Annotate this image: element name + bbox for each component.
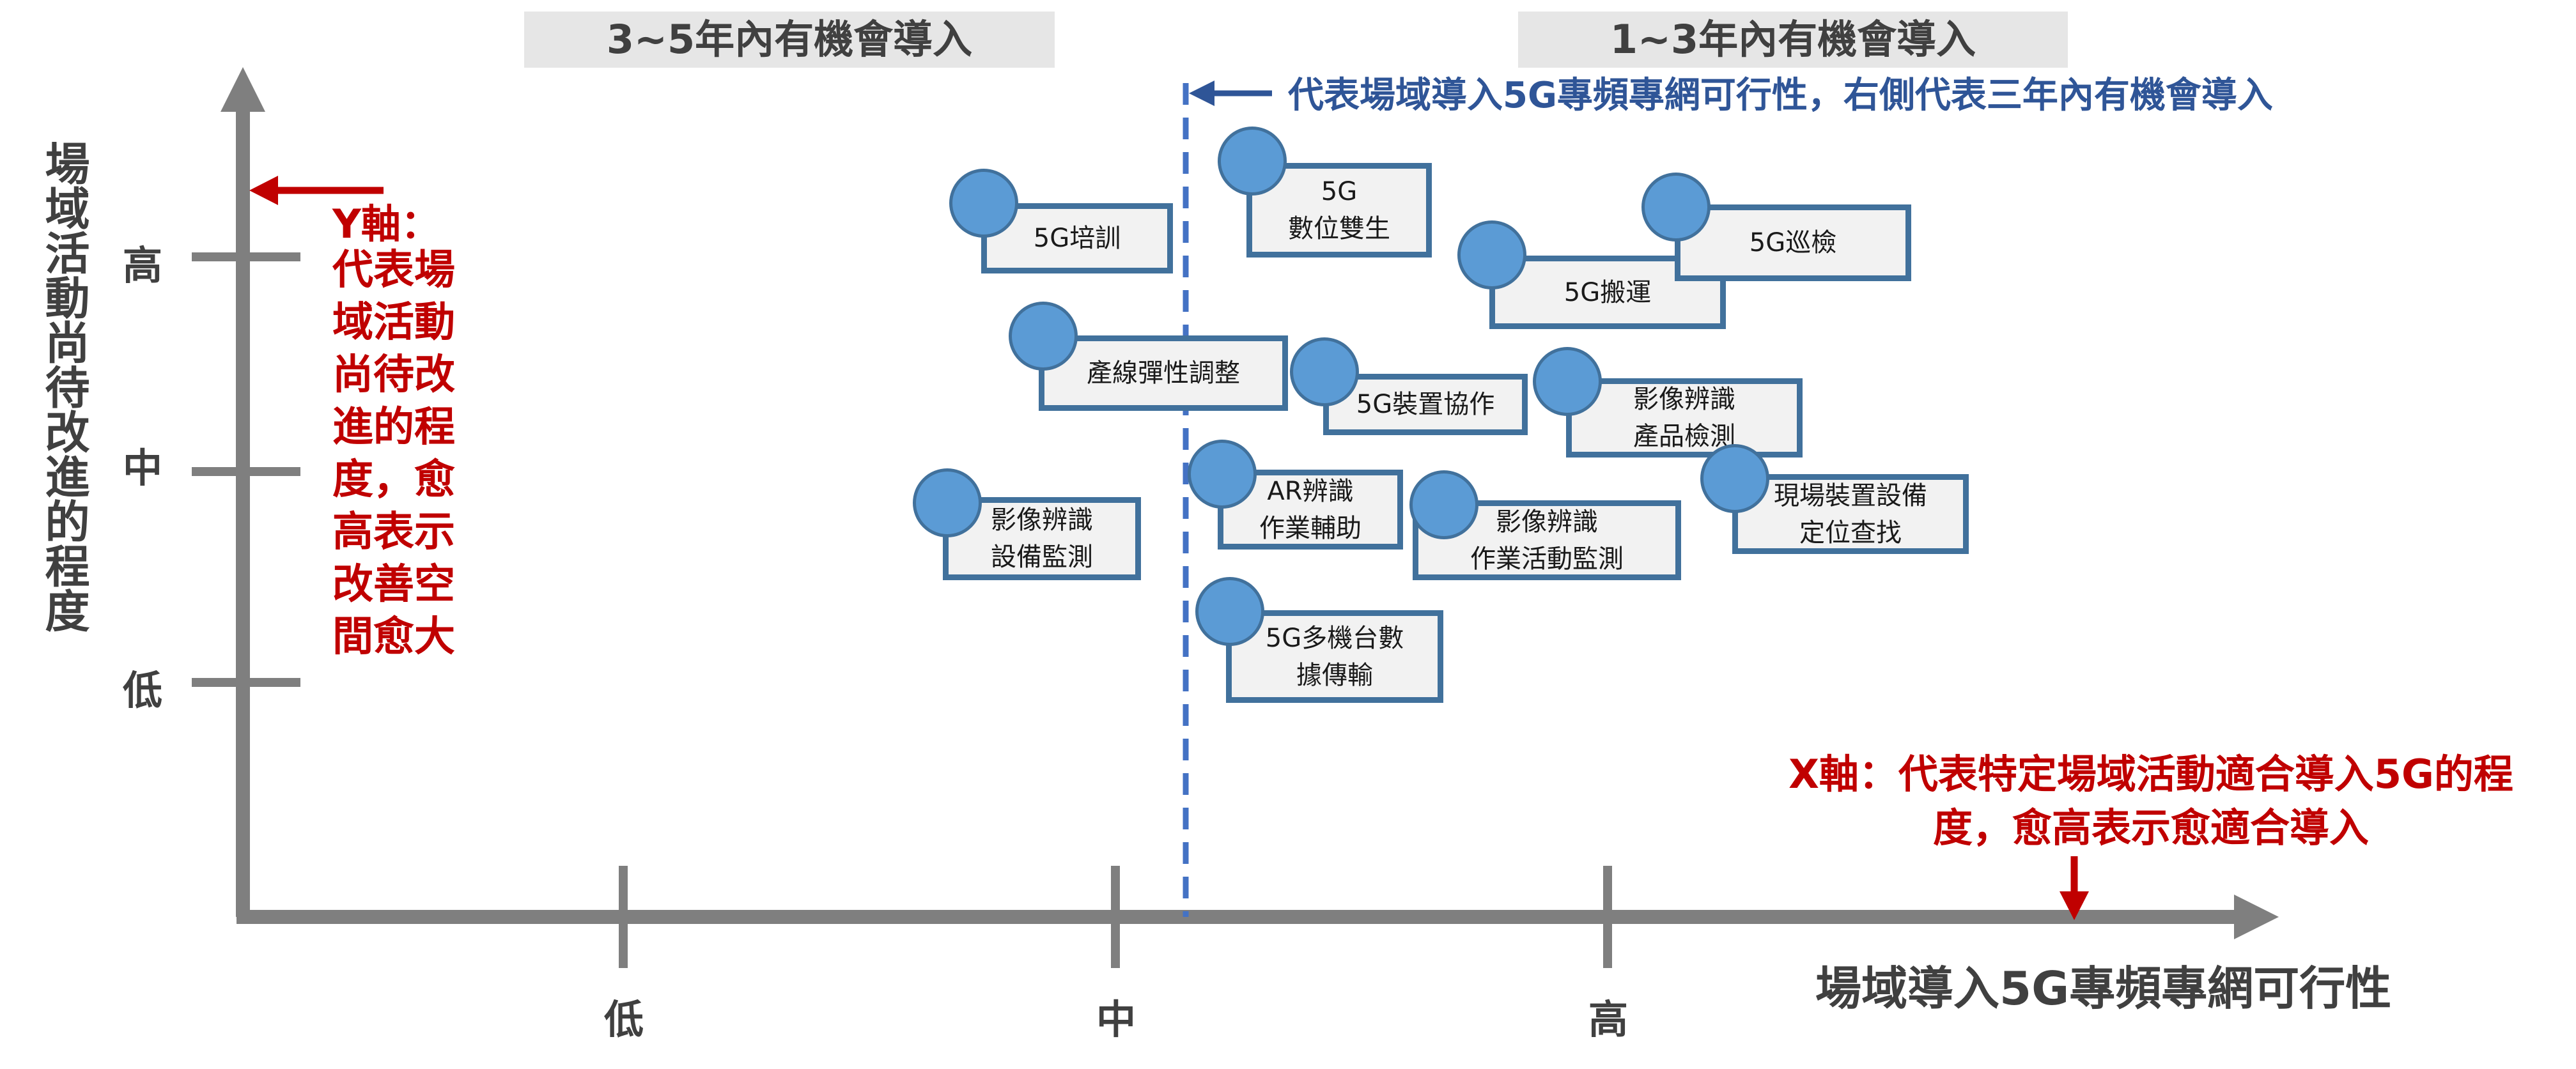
y-annotation-title: Y軸：: [332, 201, 440, 247]
item-5g-multi-machine-data: 5G多機台數 據傳輸: [1226, 610, 1443, 703]
item-label: 5G搬運: [1563, 277, 1652, 307]
item-label: 現場裝置設備 定位查找: [1774, 481, 1927, 548]
item-label: 5G巡檢: [1749, 228, 1837, 258]
item-dot: [1188, 440, 1257, 509]
divider-note: 代表場域導入5G專頻專網可行性，右側代表三年內有機會導入: [1288, 75, 2273, 116]
item-device-locate: 現場裝置設備 定位查找: [1732, 474, 1969, 554]
zone-header-1-3-years: 1~3年內有機會導入: [1518, 12, 2068, 68]
x-annotation-arrowhead: [2060, 891, 2089, 920]
item-label: 5G 數位雙生: [1288, 177, 1390, 243]
x-tick-label-low: 低: [604, 996, 644, 1043]
item-5g-training: 5G培訓: [981, 203, 1173, 273]
item-dot: [1700, 444, 1769, 513]
item-label: 影像辨識 設備監測: [991, 505, 1093, 572]
x-axis-title: 場域導入5G專頻專網可行性: [1815, 962, 2392, 1015]
x-tick-label-mid: 中: [1096, 996, 1137, 1043]
item-dot: [913, 468, 982, 537]
y-annotation-arrowhead: [249, 176, 278, 205]
item-dot: [949, 169, 1018, 238]
item-dot: [1409, 470, 1478, 539]
item-label: 5G裝置協作: [1356, 390, 1495, 419]
item-5g-device-collab: 5G裝置協作: [1323, 374, 1528, 435]
y-tick-label-low: 低: [123, 667, 163, 714]
y-axis-title: 場域活動尚待改進的程度: [38, 141, 90, 633]
item-label: 影像辨識 產品檢測: [1633, 385, 1735, 451]
item-label: 5G培訓: [1033, 224, 1121, 253]
item-label: 產線彈性調整: [1087, 358, 1240, 388]
y-axis-arrowhead: [221, 67, 265, 112]
item-dot: [1218, 127, 1287, 196]
item-image-product-inspection: 影像辨識 產品檢測: [1566, 378, 1803, 458]
item-label: 影像辨識 作業活動監測: [1470, 507, 1624, 574]
x-tick-label-high: 高: [1588, 996, 1629, 1043]
x-annotation: X軸：代表特定場域活動適合導入5G的程度，愈高表示愈適合導入: [1788, 751, 2513, 851]
item-dot: [1533, 347, 1602, 416]
y-annotation-body: 代表場域活動尚待改進的程度，愈高表示改善空間愈大: [332, 247, 455, 661]
item-dot: [1009, 302, 1078, 371]
item-dot: [1290, 337, 1359, 406]
zone-header-3-5-years: 3~5年內有機會導入: [524, 12, 1055, 68]
item-dot: [1641, 173, 1711, 242]
divider-note-arrowhead: [1189, 81, 1214, 106]
item-dot: [1457, 220, 1526, 289]
item-5g-inspection: 5G巡檢: [1675, 204, 1911, 281]
y-tick-label-mid: 中: [123, 445, 163, 491]
y-tick-label-high: 高: [123, 242, 163, 289]
item-label: 5G多機台數 據傳輸: [1265, 623, 1404, 690]
x-axis-arrowhead: [2234, 895, 2279, 939]
item-dot: [1195, 577, 1264, 646]
item-line-flex-adjust: 產線彈性調整: [1039, 335, 1288, 411]
item-label: AR辨識 作業輔助: [1259, 476, 1362, 543]
